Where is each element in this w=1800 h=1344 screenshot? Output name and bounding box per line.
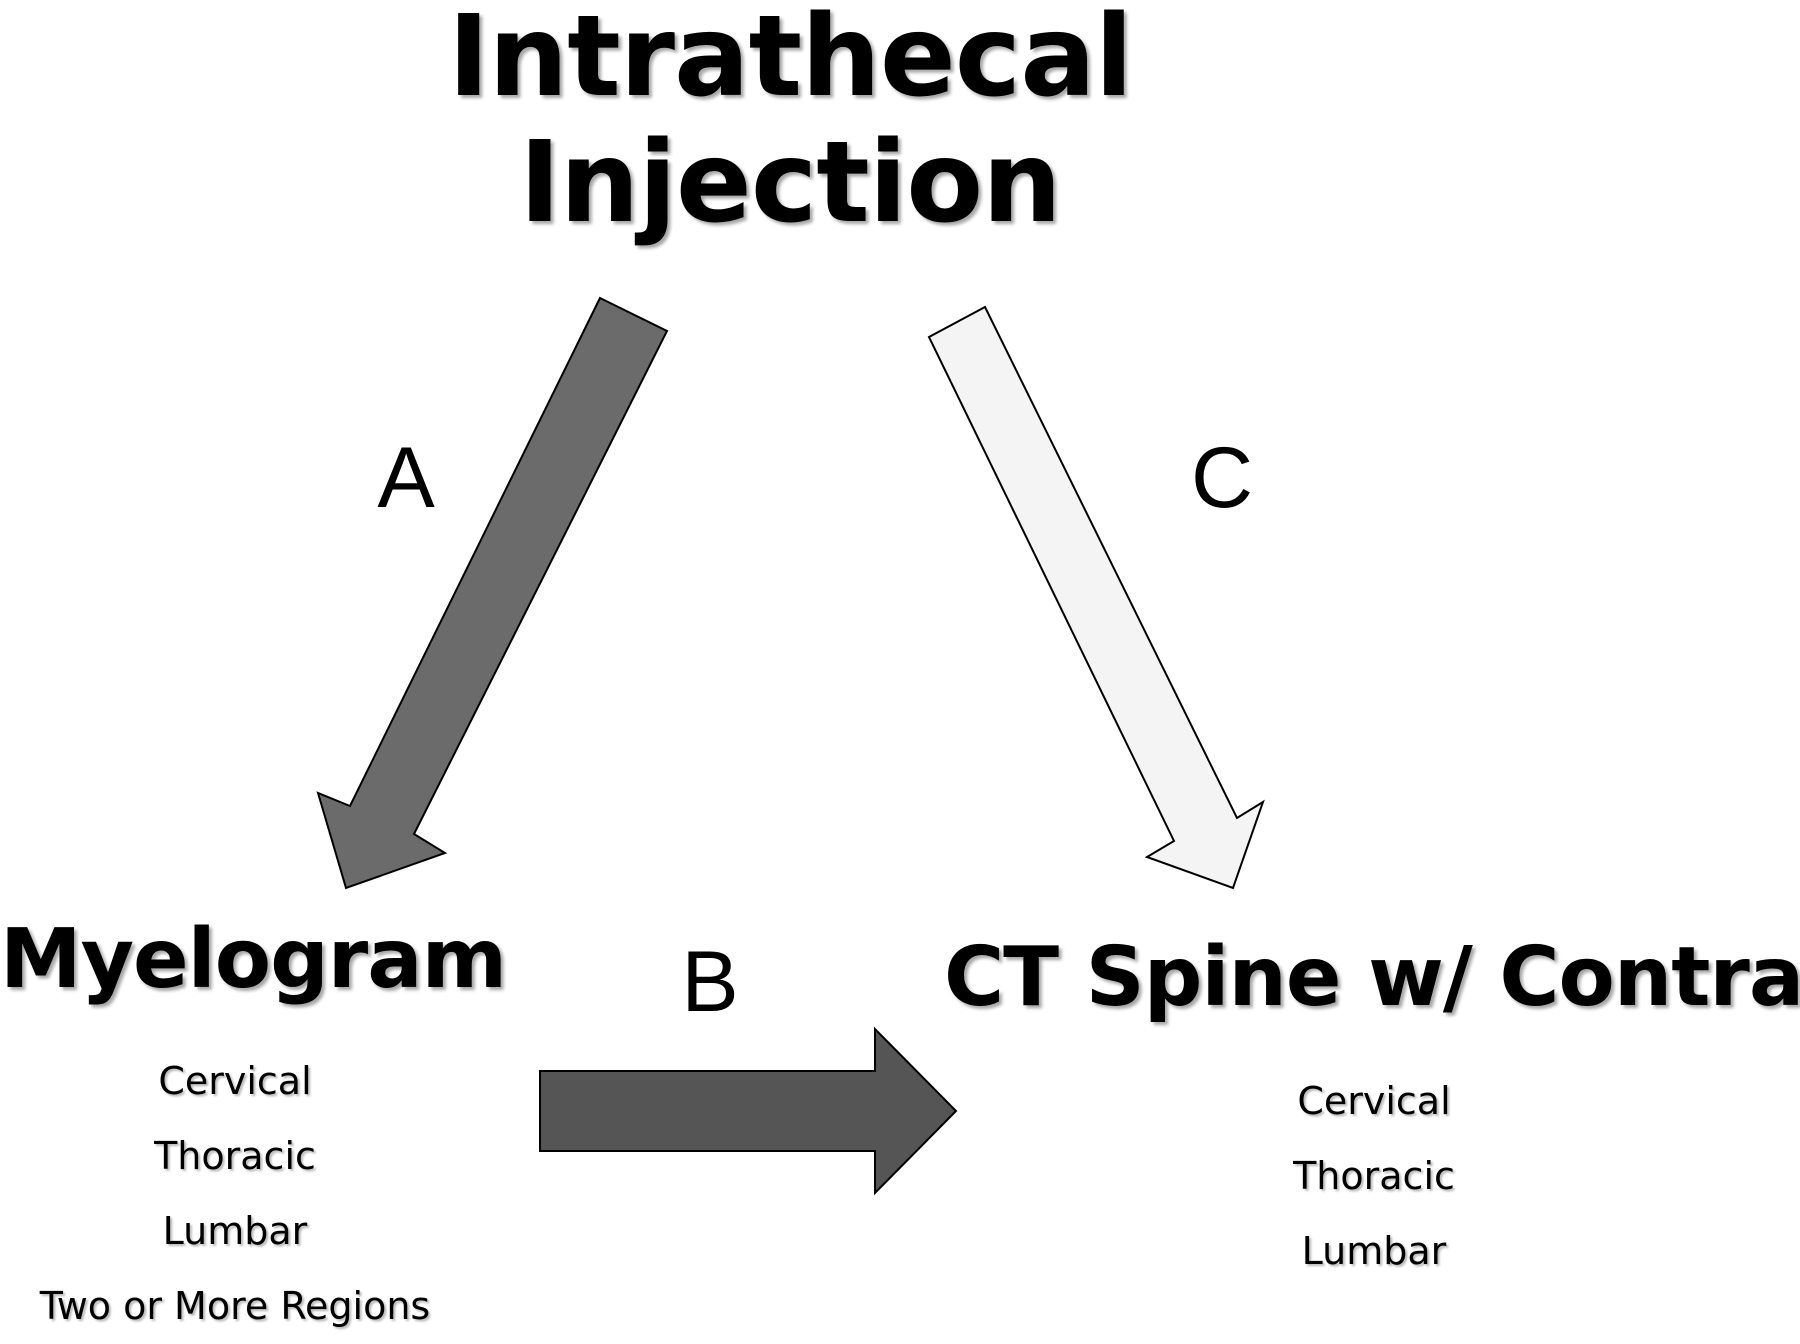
arrow-c (927, 305, 1265, 890)
intrathecal-injection-title-line1: Intrathecal (447, 0, 1133, 122)
ct-spine-title: CT Spine w/ Contrast (944, 930, 1800, 1025)
arrow-a (316, 296, 669, 890)
intrathecal-injection-title: Intrathecal Injection (390, 0, 1190, 246)
ct-region-list: Cervical Thoracic Lumbar (1174, 1064, 1574, 1289)
ct-region-item: Cervical (1297, 1079, 1451, 1123)
myelogram-region-item: Cervical (158, 1059, 312, 1103)
myelogram-title: Myelogram (0, 912, 507, 1007)
edge-label-a: A (377, 430, 435, 526)
arrow-b (539, 1026, 958, 1196)
myelogram-region-item: Thoracic (154, 1134, 316, 1178)
ct-region-item: Thoracic (1293, 1154, 1455, 1198)
edge-label-b: B (681, 934, 739, 1030)
myelogram-region-item: Lumbar (162, 1209, 308, 1253)
myelogram-region-list: Cervical Thoracic Lumbar Two or More Reg… (0, 1044, 470, 1344)
edge-label-c: C (1190, 430, 1254, 526)
intrathecal-injection-title-line2: Injection (519, 118, 1062, 248)
myelogram-region-item: Two or More Regions (39, 1284, 431, 1328)
ct-region-item: Lumbar (1301, 1229, 1447, 1273)
